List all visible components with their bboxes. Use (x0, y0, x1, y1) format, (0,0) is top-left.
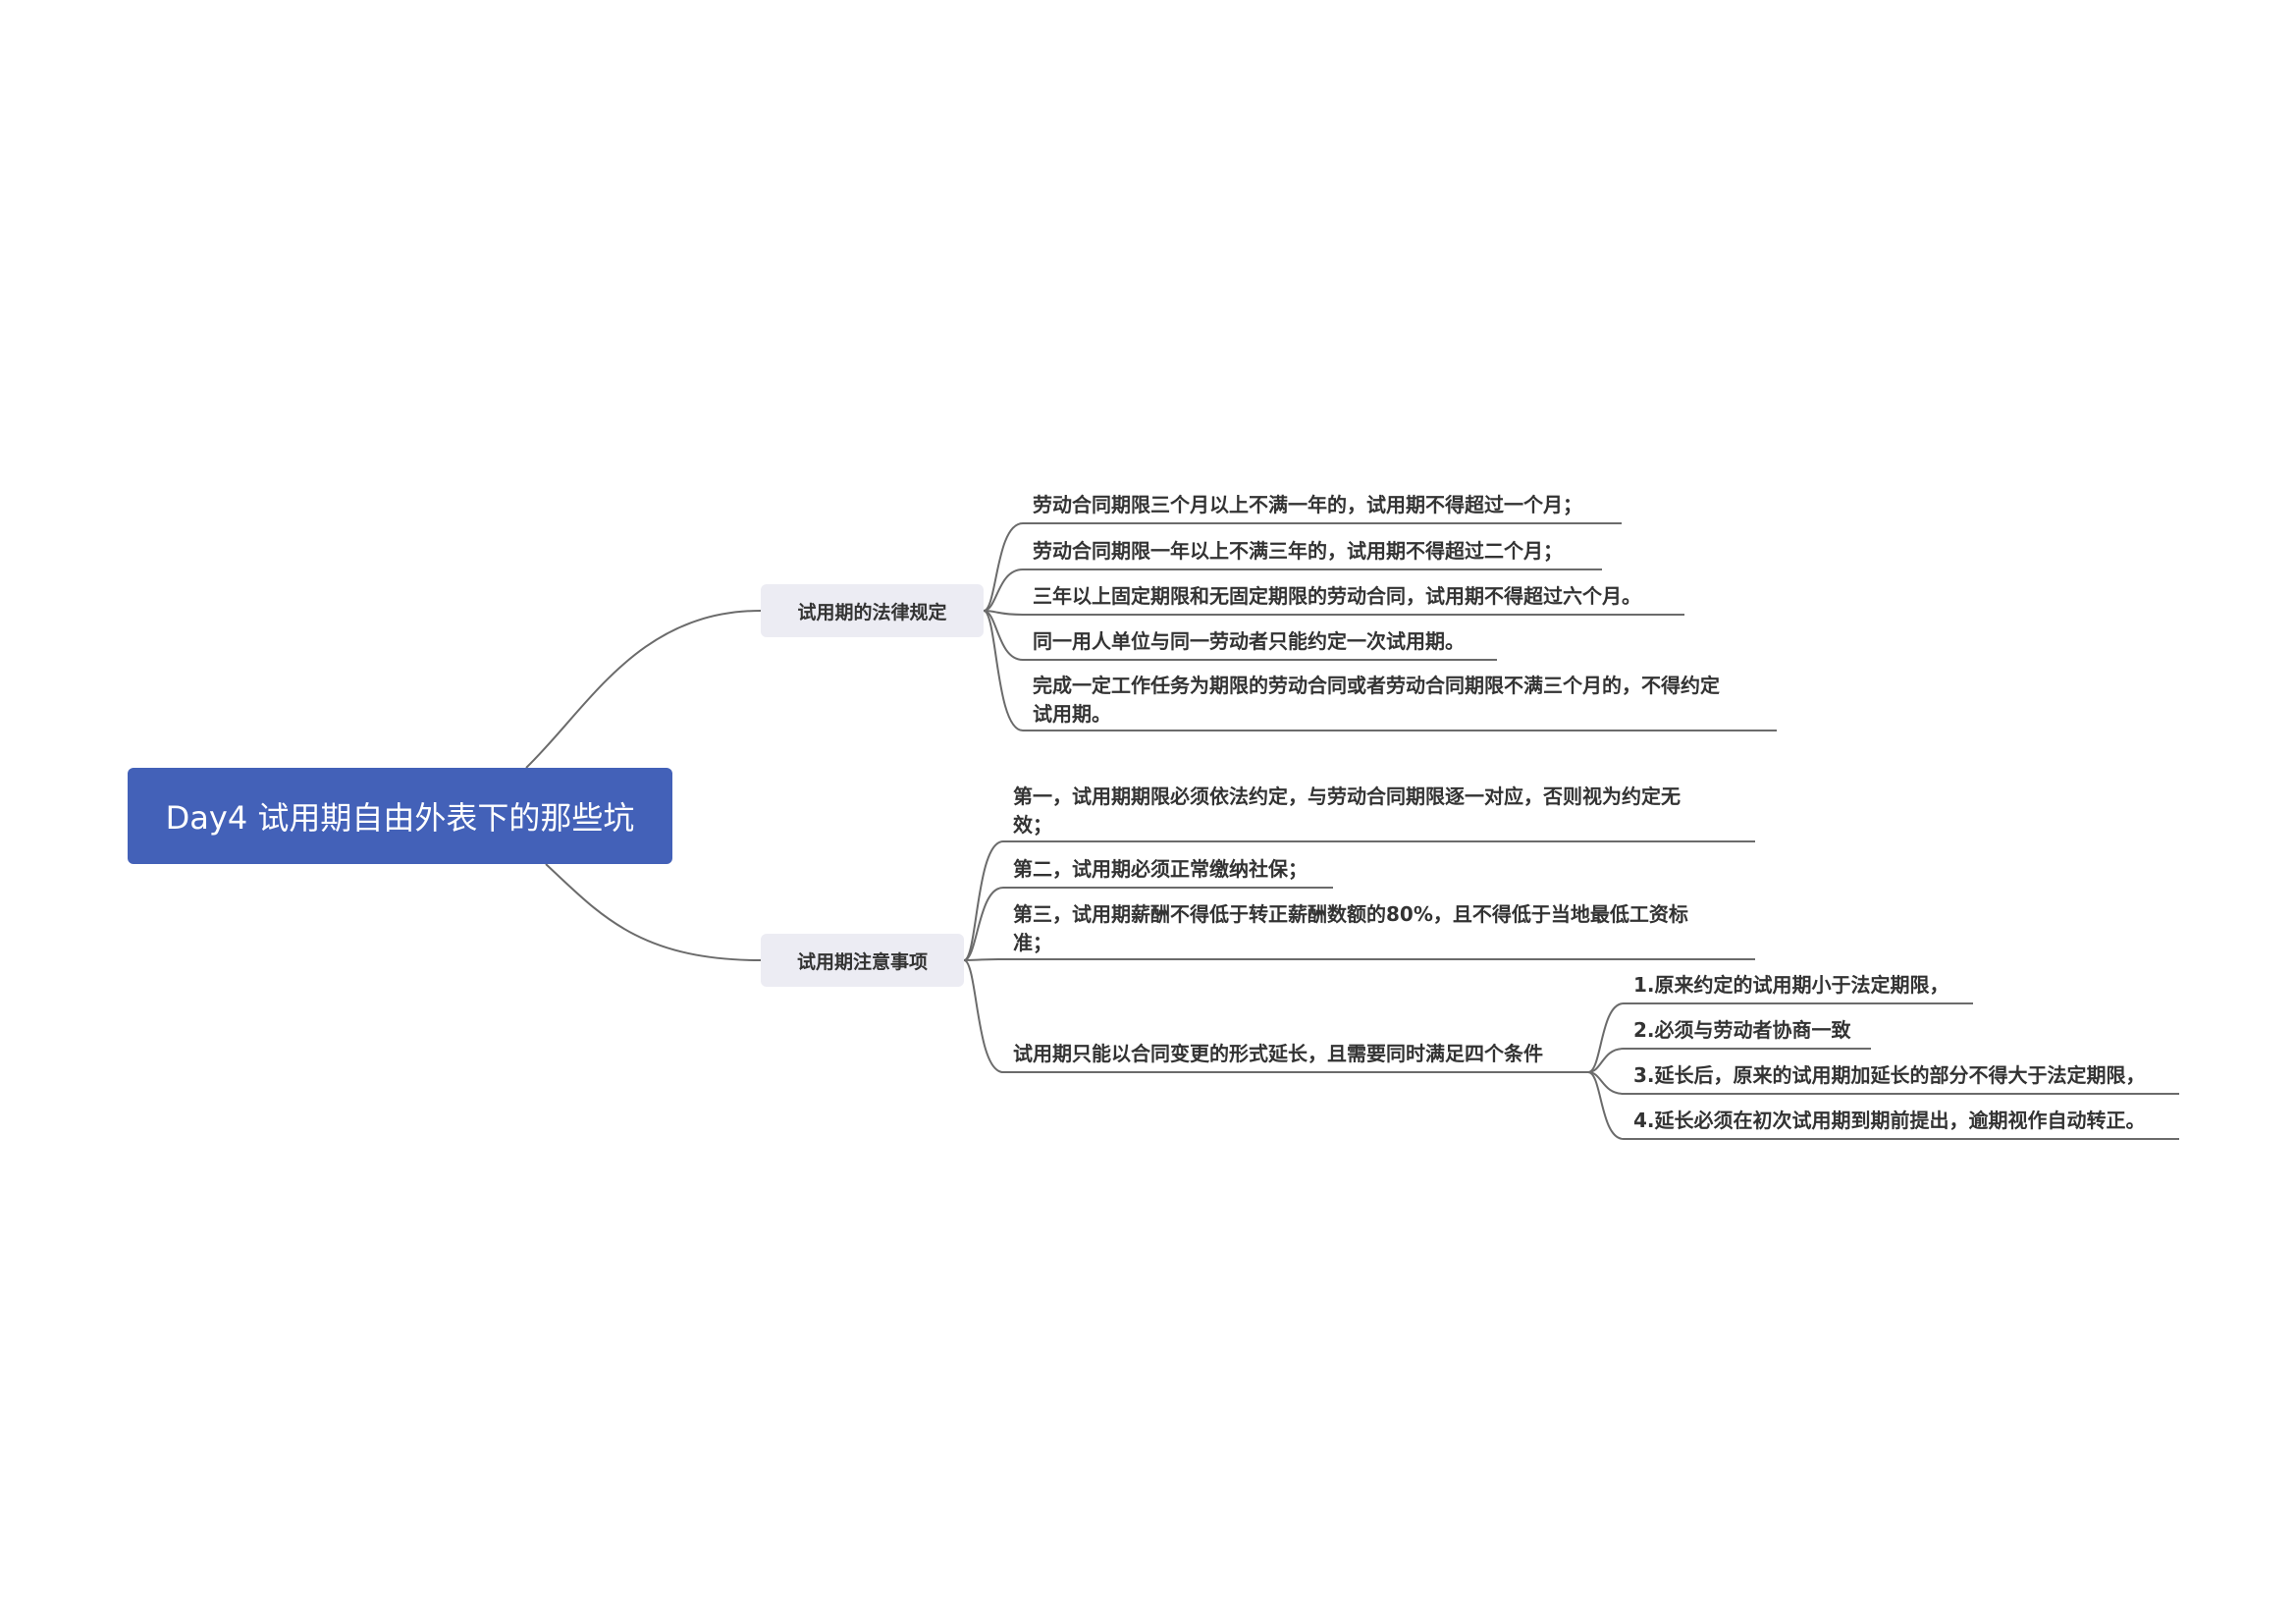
root-topic[interactable]: Day4 试用期自由外表下的那些坑 (128, 768, 672, 864)
sub-leaf-text: 4.延长必须在初次试用期到期前提出，逾期视作自动转正。 (1633, 1109, 2146, 1132)
link-sub1 (1587, 1002, 1973, 1073)
leaf-text: 三年以上固定期限和无固定期限的劳动合同，试用期不得超过六个月。 (1033, 584, 1641, 608)
sub-leaf-text: 3.延长后，原来的试用期加延长的部分不得大于法定期限， (1633, 1063, 2146, 1087)
leaf-topic[interactable]: 劳动合同期限三个月以上不满一年的，试用期不得超过一个月； (1033, 491, 1582, 519)
sub-leaf-topic[interactable]: 3.延长后，原来的试用期加延长的部分不得大于法定期限， (1633, 1061, 2146, 1090)
link-b1-leaf5 (983, 610, 1777, 731)
leaf-text-line: 试用期。 (1033, 702, 1111, 726)
leaf-topic[interactable]: 三年以上固定期限和无固定期限的劳动合同，试用期不得超过六个月。 (1033, 582, 1641, 611)
leaf-text: 劳动合同期限一年以上不满三年的，试用期不得超过二个月； (1033, 539, 1563, 563)
branch-legal-rules[interactable]: 试用期的法律规定 (761, 584, 984, 637)
leaf-text-line: 完成一定工作任务为期限的劳动合同或者劳动合同期限不满三个月的，不得约定 (1033, 674, 1720, 697)
leaf-text-line: 效； (1013, 813, 1052, 837)
link-b2-leaf4 (963, 959, 1588, 1073)
leaf-text-line: 第三，试用期薪酬不得低于转正薪酬数额的80%，且不得低于当地最低工资标 (1013, 902, 1688, 926)
leaf-text: 试用期只能以合同变更的形式延长，且需要同时满足四个条件 (1013, 1042, 1543, 1065)
leaf-topic[interactable]: 第一，试用期期限必须依法约定，与劳动合同期限逐一对应，否则视为约定无 效； (1013, 783, 1681, 839)
sub-leaf-text: 1.原来约定的试用期小于法定期限， (1633, 973, 1949, 997)
link-sub4 (1587, 1071, 2179, 1140)
branch-precautions[interactable]: 试用期注意事项 (761, 934, 964, 987)
leaf-topic[interactable]: 完成一定工作任务为期限的劳动合同或者劳动合同期限不满三个月的，不得约定 试用期。 (1033, 672, 1720, 729)
link-b1-leaf2 (983, 568, 1602, 612)
leaf-text: 第二，试用期必须正常缴纳社保； (1013, 857, 1308, 881)
link-b2-leaf1 (963, 840, 1755, 961)
leaf-topic[interactable]: 第三，试用期薪酬不得低于转正薪酬数额的80%，且不得低于当地最低工资标 准； (1013, 900, 1688, 957)
link-root-branch1 (525, 610, 762, 769)
link-b1-leaf4 (983, 610, 1497, 661)
leaf-text: 劳动合同期限三个月以上不满一年的，试用期不得超过一个月； (1033, 493, 1582, 516)
link-root-branch2 (545, 863, 762, 961)
leaf-topic[interactable]: 同一用人单位与同一劳动者只能约定一次试用期。 (1033, 627, 1465, 656)
sub-leaf-text: 2.必须与劳动者协商一致 (1633, 1018, 1851, 1042)
leaf-text-line: 准； (1013, 931, 1052, 954)
link-b2-leaf2 (963, 887, 1333, 961)
link-b1-leaf1 (983, 522, 1622, 612)
sub-leaf-topic[interactable]: 1.原来约定的试用期小于法定期限， (1633, 971, 1949, 1000)
sub-leaf-topic[interactable]: 4.延长必须在初次试用期到期前提出，逾期视作自动转正。 (1633, 1107, 2146, 1135)
link-sub2 (1587, 1048, 1871, 1073)
leaf-text: 同一用人单位与同一劳动者只能约定一次试用期。 (1033, 629, 1465, 653)
leaf-topic[interactable]: 劳动合同期限一年以上不满三年的，试用期不得超过二个月； (1033, 537, 1563, 566)
link-b2-leaf3 (963, 958, 1755, 961)
leaf-text-line: 第一，试用期期限必须依法约定，与劳动合同期限逐一对应，否则视为约定无 (1013, 785, 1681, 808)
root-topic-title: Day4 试用期自由外表下的那些坑 (165, 799, 635, 837)
sub-leaf-topic[interactable]: 2.必须与劳动者协商一致 (1633, 1016, 1851, 1045)
leaf-topic[interactable]: 第二，试用期必须正常缴纳社保； (1013, 855, 1308, 884)
leaf-topic[interactable]: 试用期只能以合同变更的形式延长，且需要同时满足四个条件 (1013, 1040, 1543, 1068)
branch-label: 试用期注意事项 (796, 950, 928, 973)
branch-label: 试用期的法律规定 (797, 601, 947, 623)
link-b1-leaf3 (983, 610, 1684, 616)
